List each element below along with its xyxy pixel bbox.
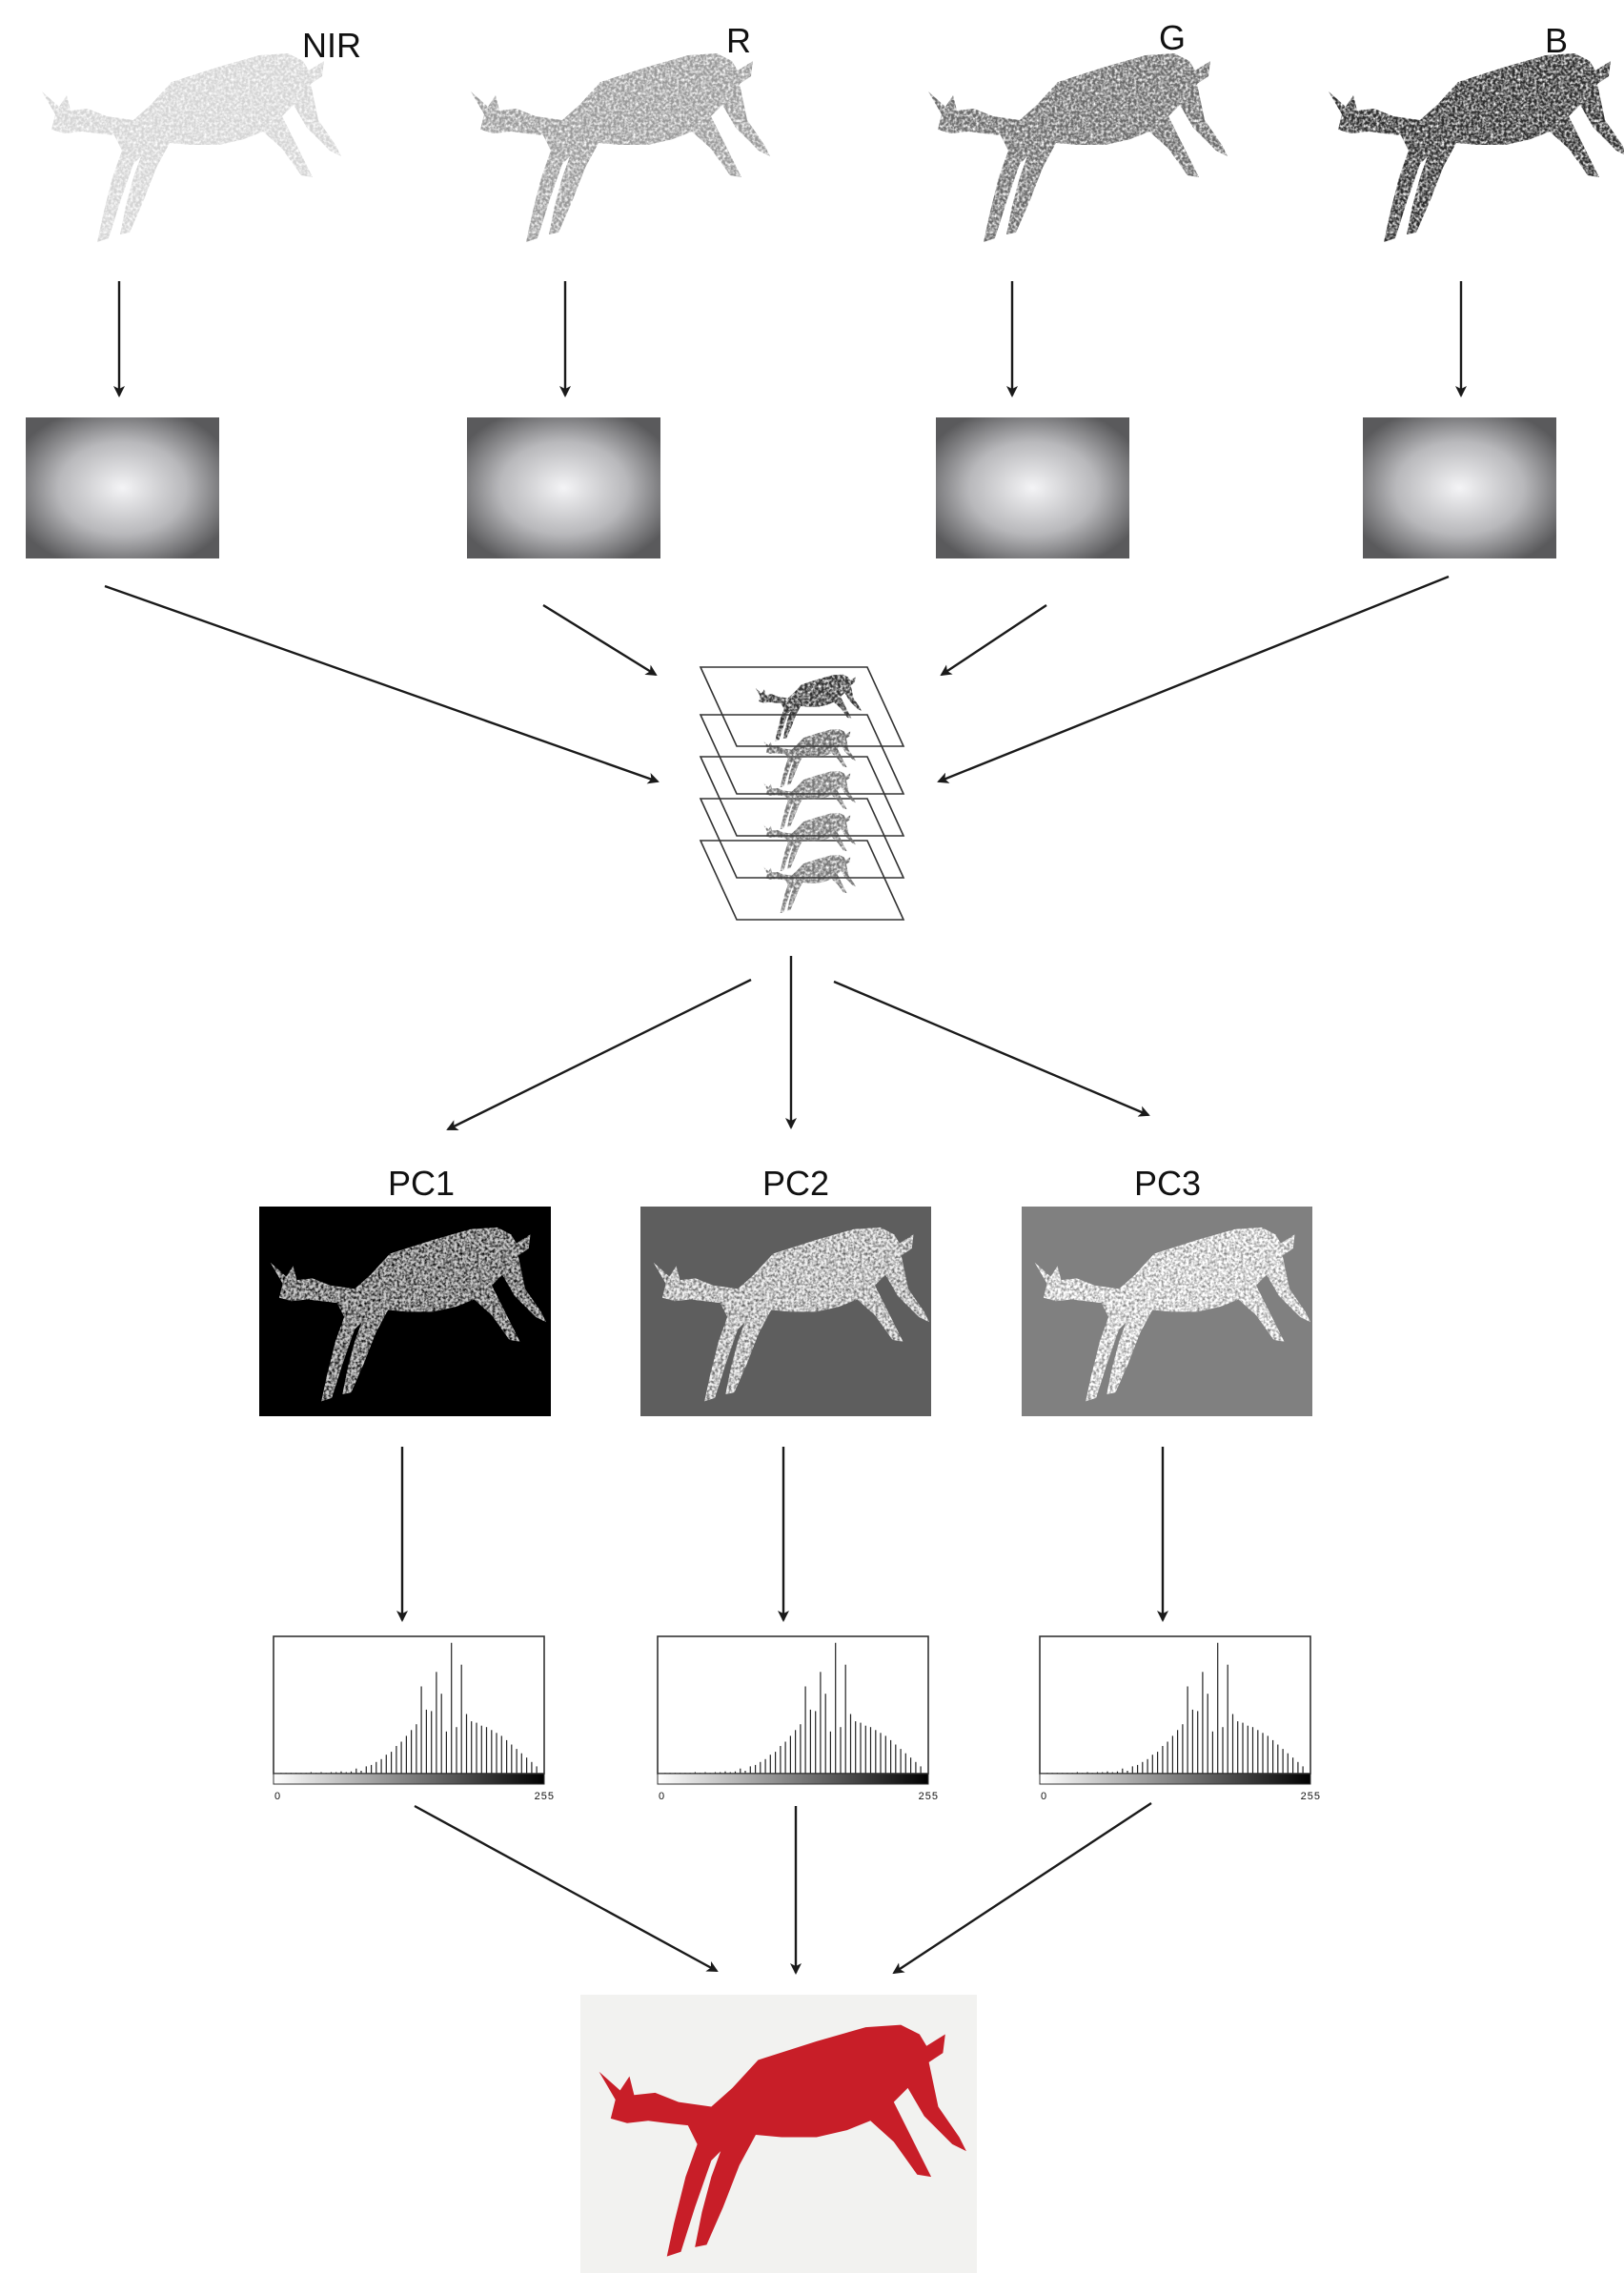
pc1-panel: PC1: [259, 1164, 551, 1416]
stack-layer-top: [699, 666, 905, 747]
histogram-pc1: 0 255: [273, 1635, 555, 1802]
flatfield-frame-nir: [26, 417, 219, 558]
histogram-gray-ramp: [1039, 1773, 1311, 1785]
arrow-nir-to-stack: [104, 584, 660, 784]
arrow-g-to-stack: [940, 604, 1047, 677]
arrow-b-to-stack: [937, 575, 1450, 783]
histogram-frame: [657, 1635, 929, 1775]
histogram-pc2: 0 255: [657, 1635, 939, 1802]
band-stack: [699, 666, 905, 921]
histogram-axis-min: 0: [274, 1791, 281, 1802]
histogram-gray-ramp: [273, 1773, 545, 1785]
histogram-axis-max: 255: [535, 1791, 555, 1802]
flatfield-frame-r: [467, 417, 660, 558]
pca-composite: [580, 1995, 977, 2273]
histogram-bars: [1046, 1642, 1304, 1774]
histogram-pc3: 0 255: [1039, 1635, 1321, 1802]
arrow-r-to-stack: [542, 603, 658, 677]
band-r-image: [471, 53, 770, 242]
pc1-label: PC1: [388, 1164, 455, 1203]
histogram-axis-min: 0: [1041, 1791, 1047, 1802]
stack-layer: [699, 714, 905, 795]
pc3-label: PC3: [1134, 1164, 1201, 1203]
histogram-bars: [280, 1642, 538, 1774]
flatfield-frame-b: [1363, 417, 1556, 558]
band-nir-label: NIR: [302, 26, 361, 65]
band-g: G: [928, 18, 1228, 242]
histogram-axis-max: 255: [1301, 1791, 1321, 1802]
flatfield-frame-g: [936, 417, 1129, 558]
band-g-label: G: [1159, 18, 1186, 57]
stack-layer: [699, 840, 905, 921]
pc3-panel: PC3: [1022, 1164, 1312, 1416]
histogram-frame: [1039, 1635, 1311, 1775]
band-b-image: [1329, 53, 1624, 242]
pc2-label: PC2: [762, 1164, 829, 1203]
band-g-image: [928, 53, 1228, 242]
arrow-histogram3-to-composite: [892, 1801, 1152, 1975]
band-r-label: R: [726, 21, 751, 60]
band-b-label: B: [1545, 21, 1568, 60]
histogram-bars: [664, 1642, 922, 1774]
band-nir-image: [42, 53, 341, 242]
histogram-frame: [273, 1635, 545, 1775]
arrow-stack-to-pc3: [833, 980, 1150, 1117]
histogram-gray-ramp: [657, 1773, 929, 1785]
histogram-axis-max: 255: [919, 1791, 939, 1802]
arrow-stack-to-pc1: [446, 978, 752, 1131]
arrow-histogram1-to-composite: [414, 1804, 719, 1973]
band-nir: NIR: [42, 26, 361, 242]
band-b: B: [1329, 21, 1624, 242]
pc2-panel: PC2: [640, 1164, 931, 1416]
histogram-axis-min: 0: [659, 1791, 665, 1802]
band-r: R: [471, 21, 770, 242]
